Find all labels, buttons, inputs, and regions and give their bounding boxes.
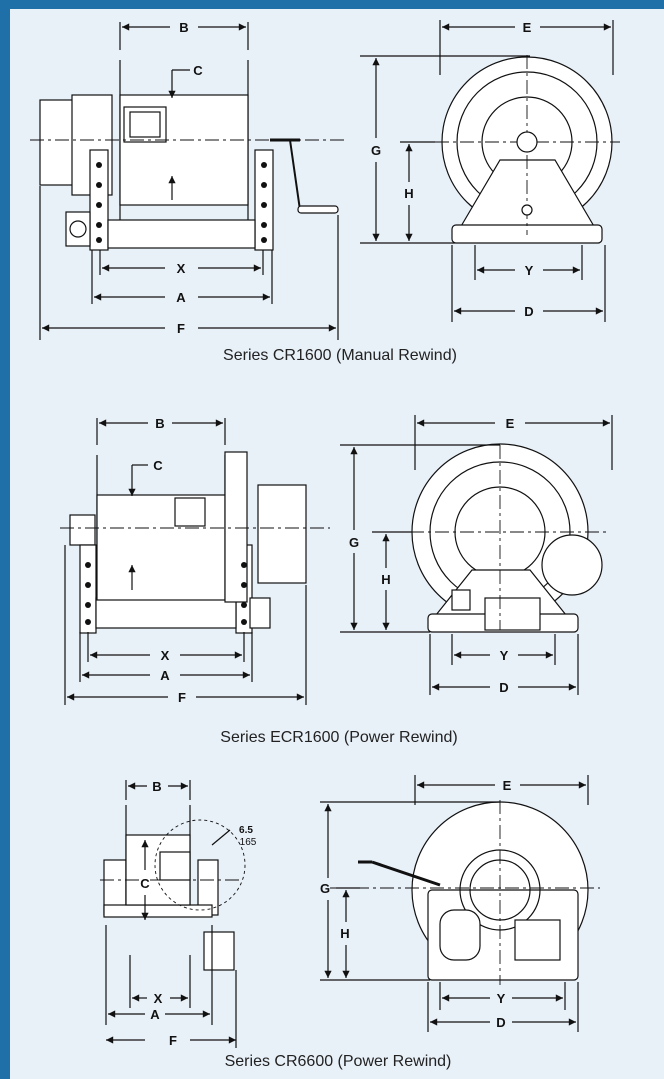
cr6600-label-f: F: [169, 1033, 177, 1048]
cr1600-label-b: B: [179, 20, 188, 35]
cr6600-front-view: [320, 775, 600, 1032]
cr1600-label-f: F: [177, 321, 185, 336]
cr1600-label-a: A: [176, 290, 186, 305]
cr1600-side-view: [30, 22, 345, 340]
cr1600-label-h: H: [404, 186, 413, 201]
cr6600-side-view: [100, 780, 246, 1048]
cr1600-label-d: D: [524, 304, 533, 319]
ecr1600-label-y: Y: [500, 648, 509, 663]
ecr1600-caption: Series ECR1600 (Power Rewind): [220, 729, 457, 746]
left-accent-bar: [0, 0, 10, 1079]
ecr1600-front-view: [340, 415, 613, 695]
labels: B C X A F E G H Y D Series CR1600 (Manua…: [140, 20, 533, 1070]
cr1600-label-x: X: [177, 261, 186, 276]
cr6600-dim-165: 165: [240, 837, 257, 848]
ecr1600-label-g: G: [349, 535, 359, 550]
ecr1600-label-b: B: [155, 416, 164, 431]
cr6600-caption: Series CR6600 (Power Rewind): [225, 1053, 452, 1070]
ecr1600-label-c: C: [153, 458, 163, 473]
ecr1600-label-f: F: [178, 690, 186, 705]
section-cr6600: [100, 775, 600, 1048]
cr6600-label-b: B: [152, 779, 161, 794]
cr6600-label-d: D: [496, 1015, 505, 1030]
cr6600-label-e: E: [503, 778, 512, 793]
cr1600-label-e: E: [523, 20, 532, 35]
cr6600-label-h: H: [340, 926, 349, 941]
cr1600-label-g: G: [371, 143, 381, 158]
ecr1600-label-d: D: [499, 680, 508, 695]
top-accent-bar: [10, 0, 664, 9]
cr1600-caption: Series CR1600 (Manual Rewind): [223, 347, 457, 364]
cr6600-label-c: C: [140, 876, 150, 891]
ecr1600-label-x: X: [161, 648, 170, 663]
section-ecr1600: [60, 415, 613, 705]
cr1600-label-y: Y: [525, 263, 534, 278]
cr6600-label-g: G: [320, 881, 330, 896]
ecr1600-side-view: [60, 418, 330, 705]
cr1600-label-c: C: [193, 63, 203, 78]
ecr1600-label-h: H: [381, 572, 390, 587]
cr6600-label-x: X: [154, 991, 163, 1006]
section-cr1600: [30, 20, 620, 340]
cr6600-dim-6-5: 6.5: [239, 825, 253, 836]
cr6600-label-a: A: [150, 1007, 160, 1022]
ecr1600-label-a: A: [160, 668, 170, 683]
ecr1600-label-e: E: [506, 416, 515, 431]
cr6600-label-y: Y: [497, 991, 506, 1006]
cr1600-front-view: [360, 20, 620, 322]
